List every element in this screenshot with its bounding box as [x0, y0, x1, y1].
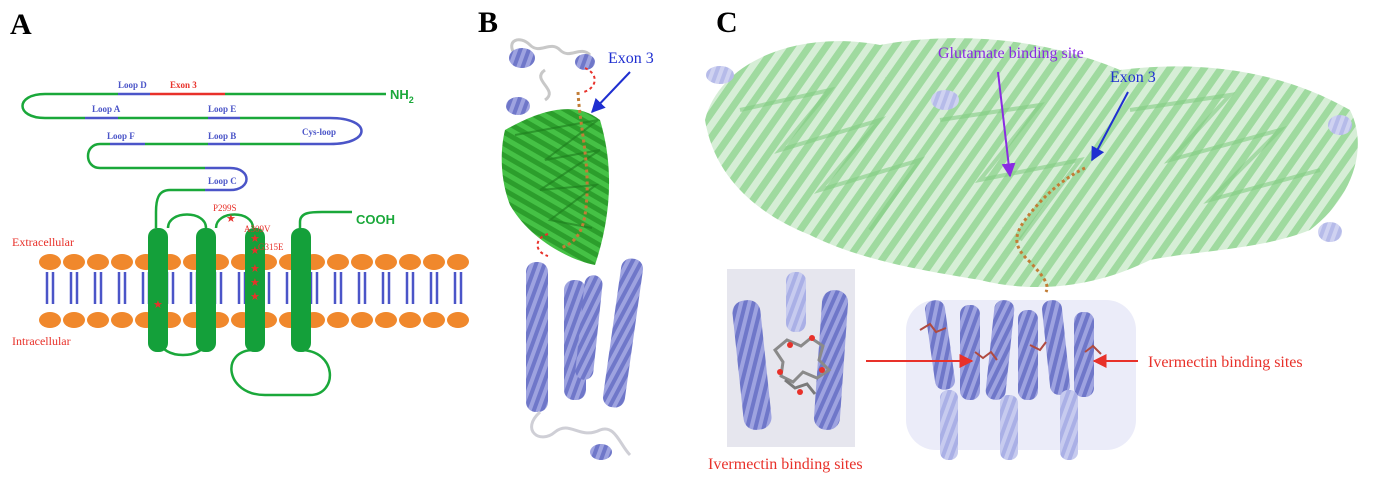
panel-b: B Exon 3 — [478, 6, 654, 460]
star-icon: ★ — [250, 232, 260, 245]
loop-c-label: Loop C — [208, 176, 237, 186]
lipid-head — [87, 312, 109, 328]
tm-helices — [148, 228, 311, 352]
lipid-head — [447, 312, 469, 328]
tm-helix — [526, 262, 548, 412]
small-helix — [509, 48, 535, 68]
intracellular-label: Intracellular — [12, 334, 71, 348]
ivermectin-inset — [725, 267, 857, 449]
small-helix — [506, 97, 530, 115]
lipid-head — [351, 254, 373, 270]
glutamate-arrow — [997, 71, 1016, 178]
star-icon: ★ — [250, 290, 260, 303]
mutation-markers: ★ ★ ★ ★ ★ ★ ★ — [153, 212, 260, 311]
star-icon: ★ — [250, 276, 260, 289]
exon3-label-b: Exon 3 — [608, 50, 654, 67]
panel-c-letter: C — [716, 6, 738, 39]
exon3-label-c: Exon 3 — [1110, 69, 1156, 86]
mutation-a309v: A309V — [244, 224, 271, 234]
star-icon: ★ — [153, 298, 163, 311]
small-helix — [590, 444, 612, 460]
loop-a-label: Loop A — [92, 104, 121, 114]
transmembrane-domain — [906, 300, 1136, 460]
lipid-head — [39, 312, 61, 328]
glutamate-binding-label: Glutamate binding site — [938, 45, 1084, 62]
loop-d-label: Loop D — [118, 80, 147, 90]
extracellular-pentamer — [705, 38, 1358, 288]
panel-c: C — [705, 6, 1358, 473]
lipid-head — [327, 254, 349, 270]
loop-b-label: Loop B — [208, 131, 236, 141]
mutation-g315e: G315E — [258, 242, 284, 252]
bottom-coil — [530, 410, 632, 457]
tm-helix-2 — [196, 228, 216, 352]
small-helix — [575, 54, 595, 70]
lipid-head — [447, 254, 469, 270]
exon3-label-a: Exon 3 — [170, 80, 197, 90]
panel-a: A Loop D Exon 3 — [10, 8, 469, 397]
top-coils — [510, 38, 592, 102]
lipid-head — [423, 312, 445, 328]
lipid-head — [327, 312, 349, 328]
lipid-head — [87, 254, 109, 270]
panel-a-letter: A — [10, 8, 32, 41]
panel-b-letter: B — [478, 6, 498, 39]
loop-e-label: Loop E — [208, 104, 236, 114]
star-icon: ★ — [226, 212, 236, 225]
lipid-head — [375, 254, 397, 270]
lipid-head — [111, 312, 133, 328]
cys-loop-label: Cys-loop — [302, 127, 336, 137]
ivermectin-molecule — [773, 335, 832, 395]
mutation-p299s: P299S — [213, 203, 237, 213]
lipid-head — [399, 312, 421, 328]
tm-helix-3 — [245, 228, 265, 352]
star-icon: ★ — [250, 244, 260, 257]
lipid-head — [423, 254, 445, 270]
tm-helix-1 — [148, 228, 168, 352]
ivermectin-label-right: Ivermectin binding sites — [1148, 354, 1303, 371]
ivermectin-label-inset: Ivermectin binding sites — [708, 456, 863, 473]
lipid-head — [399, 254, 421, 270]
exon3-dashed-segment — [583, 67, 596, 93]
extracellular-label: Extracellular — [12, 235, 74, 249]
lipid-head — [63, 254, 85, 270]
tm-helix-bundle — [526, 258, 644, 412]
tm-helix-4 — [291, 228, 311, 352]
exon3-arrow-c — [1091, 91, 1129, 162]
tm-helix — [575, 275, 603, 380]
lipid-head — [39, 254, 61, 270]
lipid-head — [375, 312, 397, 328]
tm-helix — [602, 258, 644, 408]
n-terminus-label: NH2 — [390, 87, 414, 105]
exon3-arrow-b — [591, 71, 631, 114]
c-terminus-label: COOH — [356, 212, 395, 227]
lipid-head — [63, 312, 85, 328]
lipid-head — [111, 254, 133, 270]
loop-f-label: Loop F — [107, 131, 135, 141]
beta-sandwich — [501, 91, 610, 265]
extracellular-domain-chain — [21, 92, 386, 397]
star-icon: ★ — [250, 262, 260, 275]
lipid-head — [351, 312, 373, 328]
